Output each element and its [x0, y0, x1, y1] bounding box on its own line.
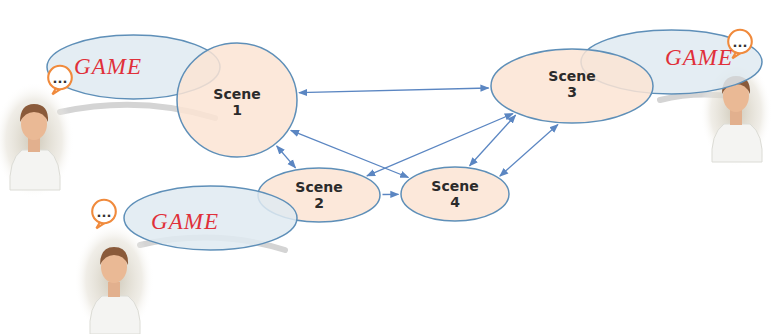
ellipse-outline — [401, 167, 509, 221]
bubble-circle — [92, 200, 116, 224]
transition-arrow — [277, 146, 296, 168]
scene-label: Scene 4 — [426, 178, 484, 210]
ellipse-outline — [124, 186, 297, 250]
scene-node: Scene 4 — [400, 166, 510, 222]
scene-node: Scene 3 — [490, 48, 654, 124]
person-figure — [74, 222, 154, 334]
transition-arrow — [470, 115, 516, 166]
ellipse-outline — [177, 43, 297, 157]
game-label: GAME — [151, 209, 219, 235]
person-figure — [0, 82, 74, 198]
scene-label: Scene 3 — [543, 68, 601, 100]
speech-dots: ... — [733, 36, 748, 49]
speech-dots: ... — [97, 206, 112, 219]
game-bubble: GAME — [123, 185, 298, 251]
bubble-circle — [728, 30, 752, 54]
transition-arrow — [500, 125, 558, 177]
scene-node: Scene 1 — [176, 42, 298, 158]
speech-bubble: ... — [88, 198, 120, 230]
ellipse-outline — [491, 49, 653, 123]
shadow-arc — [60, 94, 740, 250]
game-label: GAME — [665, 45, 733, 71]
transition-arrow — [299, 88, 489, 93]
scene-label: Scene 2 — [290, 179, 348, 211]
bubble-circle — [48, 66, 72, 90]
speech-bubble: ... — [44, 64, 76, 96]
transition-arrow — [383, 194, 399, 195]
game-label: GAME — [74, 54, 142, 80]
scene-label: Scene 1 — [208, 86, 266, 118]
speech-dots: ... — [53, 72, 68, 85]
transition-arrow — [367, 114, 513, 176]
